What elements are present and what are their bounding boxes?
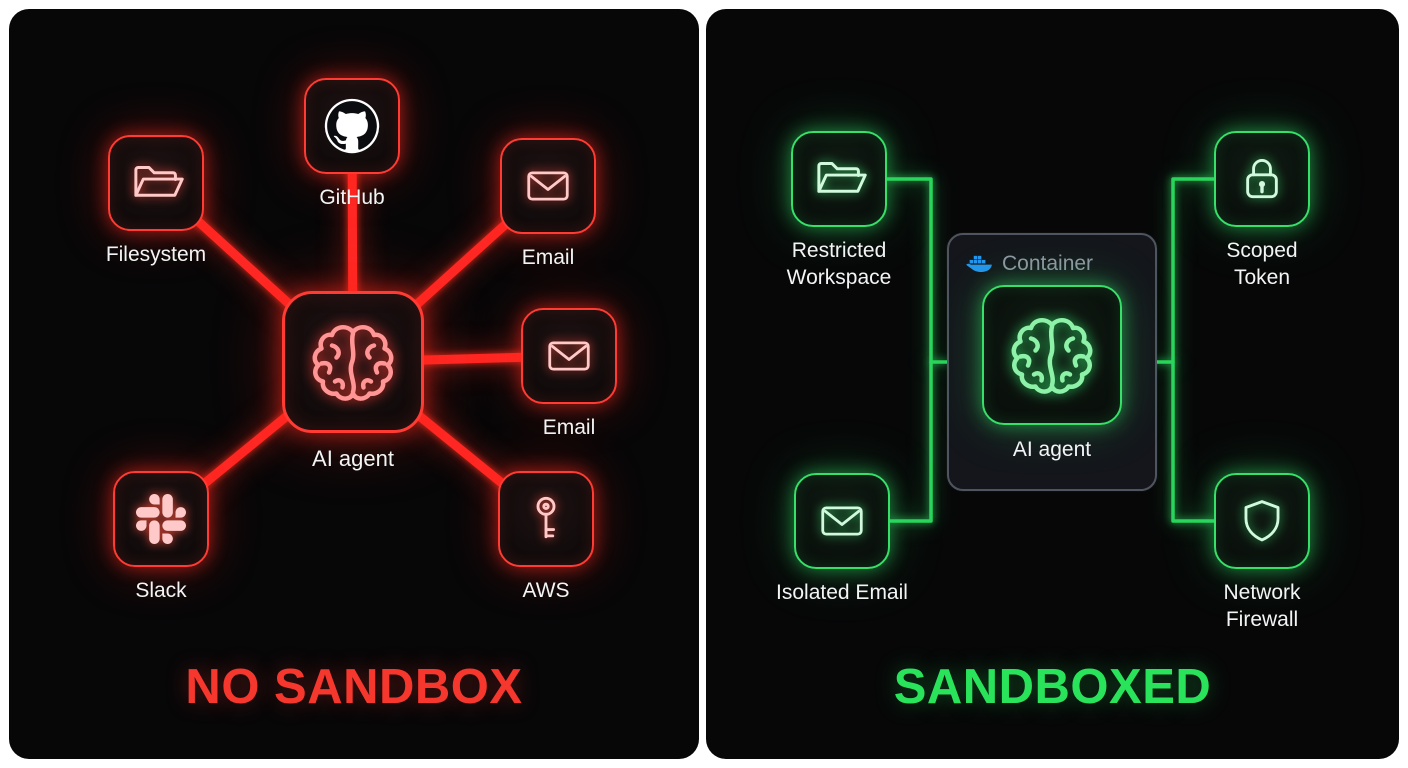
node-slack: Slack [61, 471, 261, 605]
node-network-firewall: Network Firewall [1162, 473, 1362, 634]
envelope-icon [527, 171, 569, 201]
node-label: AWS [522, 579, 570, 602]
node-label: Scoped Token [1226, 239, 1298, 289]
shield-icon [1244, 500, 1280, 542]
brain-icon [312, 325, 394, 401]
node-label: AI agent [1012, 438, 1092, 461]
node-aws: AWS [446, 471, 646, 605]
key-icon [536, 496, 556, 539]
envelope-icon [821, 506, 863, 536]
lock-icon [1246, 159, 1278, 199]
node-label: Filesystem [105, 243, 207, 266]
node-github: GitHub [252, 78, 452, 212]
node-label: Email [521, 246, 575, 269]
node-email-right: Email [469, 308, 669, 442]
node-label: Network Firewall [1223, 581, 1301, 631]
node-label: Email [542, 416, 596, 439]
node-label: AI agent [312, 446, 394, 471]
docker-icon [966, 255, 992, 273]
sandboxed-panel: Restricted Workspace Scoped Token Isolat… [706, 9, 1399, 759]
node-ai-agent-sandboxed: AI agent [949, 279, 1155, 462]
node-label: Slack [135, 579, 187, 602]
folder-icon [134, 166, 184, 197]
node-email-top: Email [448, 138, 648, 272]
envelope-icon [548, 341, 590, 371]
brain-icon [1011, 318, 1093, 394]
panel-title-sandboxed: SANDBOXED [893, 660, 1212, 714]
github-icon [324, 98, 380, 154]
container-box: Container AI agent [947, 233, 1157, 491]
node-label: Restricted Workspace [786, 239, 892, 289]
node-filesystem: Filesystem [56, 135, 256, 269]
node-label: GitHub [319, 186, 385, 209]
node-ai-agent: AI agent [243, 291, 463, 472]
node-label: Isolated Email [776, 581, 908, 604]
container-label: Container [1002, 252, 1094, 275]
folder-icon [817, 162, 867, 193]
no-sandbox-panel: Filesystem GitHub Email [9, 9, 699, 759]
node-scoped-token: Scoped Token [1162, 131, 1362, 292]
node-restricted-workspace: Restricted Workspace [739, 131, 939, 292]
connection-lines-green [887, 177, 1214, 523]
panel-title-no-sandbox: NO SANDBOX [185, 660, 523, 714]
node-isolated-email: Isolated Email [742, 473, 942, 607]
slack-icon [136, 494, 186, 544]
